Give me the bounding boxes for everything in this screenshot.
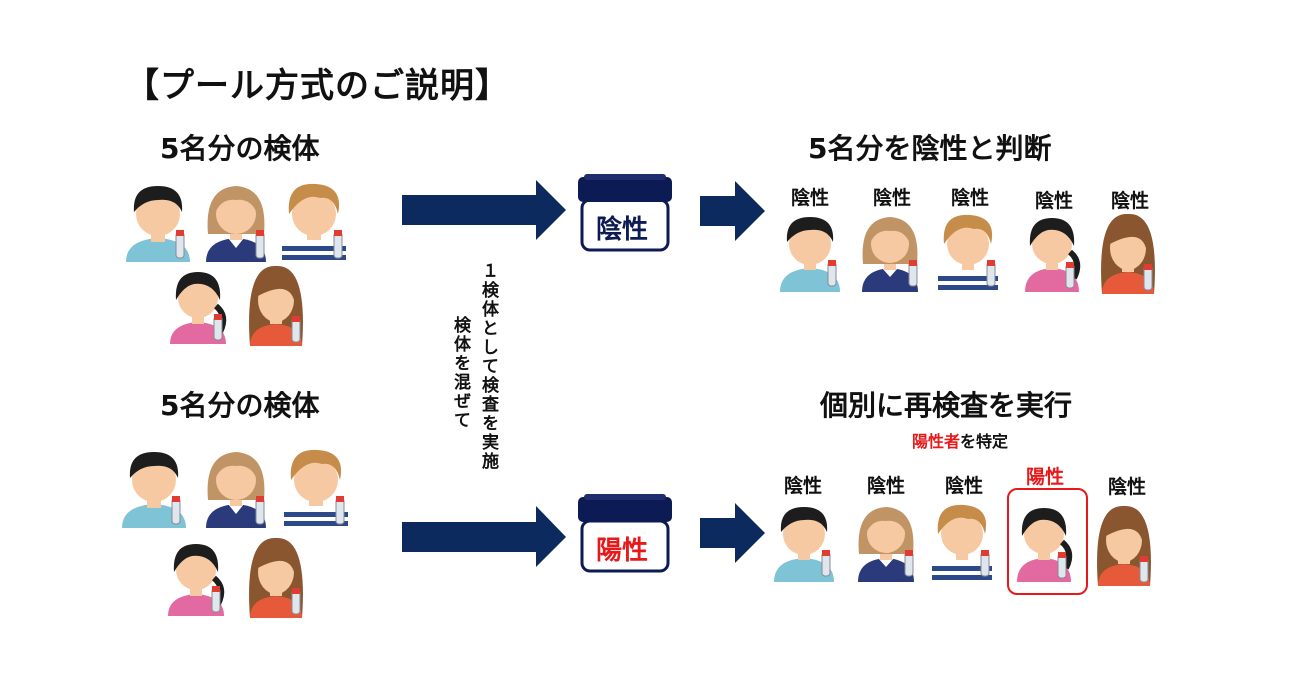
person-icon xyxy=(206,186,266,262)
arrow-icon xyxy=(402,506,566,567)
jar-icon xyxy=(578,174,672,252)
person-icon xyxy=(938,214,998,292)
process-text-line1: １検体として検査を実施 xyxy=(478,262,498,471)
group-top-heading: 5名分の検体 xyxy=(160,132,320,165)
result-top-label-2: 陰性 xyxy=(872,187,911,209)
result-top-label-5: 陰性 xyxy=(1110,190,1149,212)
result-bottom-label-1: 陰性 xyxy=(783,475,822,497)
result-bottom-subtitle: 陽性者を特定 xyxy=(912,428,1008,452)
person-icon xyxy=(249,265,303,346)
person-icon xyxy=(1025,218,1081,292)
result-top-label-1: 陰性 xyxy=(790,187,829,209)
result-bottom-label-4: 陽性 xyxy=(1025,466,1064,488)
person-icon xyxy=(284,449,348,528)
person-icon xyxy=(126,186,190,262)
group-bottom-heading: 5名分の検体 xyxy=(160,389,320,422)
person-icon xyxy=(932,504,992,582)
result-top-label-4: 陰性 xyxy=(1034,190,1073,212)
page-title: 【プール方式のご説明】 xyxy=(125,66,510,106)
result-bottom-heading: 個別に再検査を実行 xyxy=(820,389,1073,422)
person-icon xyxy=(774,507,834,582)
person-icon xyxy=(282,183,346,262)
person-icon xyxy=(170,272,227,344)
person-icon xyxy=(1097,505,1151,586)
person-icon xyxy=(206,452,266,528)
positive-person-label: 陽性者 xyxy=(912,432,961,451)
person-icon xyxy=(1017,508,1073,582)
arrow-icon xyxy=(700,181,765,241)
arrow-icon xyxy=(402,180,566,240)
person-icon xyxy=(858,507,914,582)
person-icon xyxy=(122,452,186,528)
identify-label: を特定 xyxy=(960,432,1009,451)
jar-top-label: 陰性 xyxy=(596,215,649,245)
person-icon xyxy=(1101,213,1155,294)
result-top-label-3: 陰性 xyxy=(950,187,989,209)
person-icon xyxy=(862,217,918,292)
result-top-heading: 5名分を陰性と判断 xyxy=(808,132,1052,165)
jar-bottom-label: 陽性 xyxy=(596,536,649,566)
result-bottom-label-5: 陰性 xyxy=(1107,476,1146,498)
positive-highlight-box xyxy=(1007,488,1088,595)
result-bottom-label-3: 陰性 xyxy=(944,475,983,497)
result-bottom-label-2: 陰性 xyxy=(866,475,905,497)
person-icon xyxy=(168,544,225,616)
arrow-icon xyxy=(700,503,765,563)
person-icon xyxy=(249,537,303,618)
process-text-line2: 検体を混ぜて xyxy=(450,316,470,430)
jar-icon xyxy=(578,494,672,573)
person-icon xyxy=(780,217,840,292)
